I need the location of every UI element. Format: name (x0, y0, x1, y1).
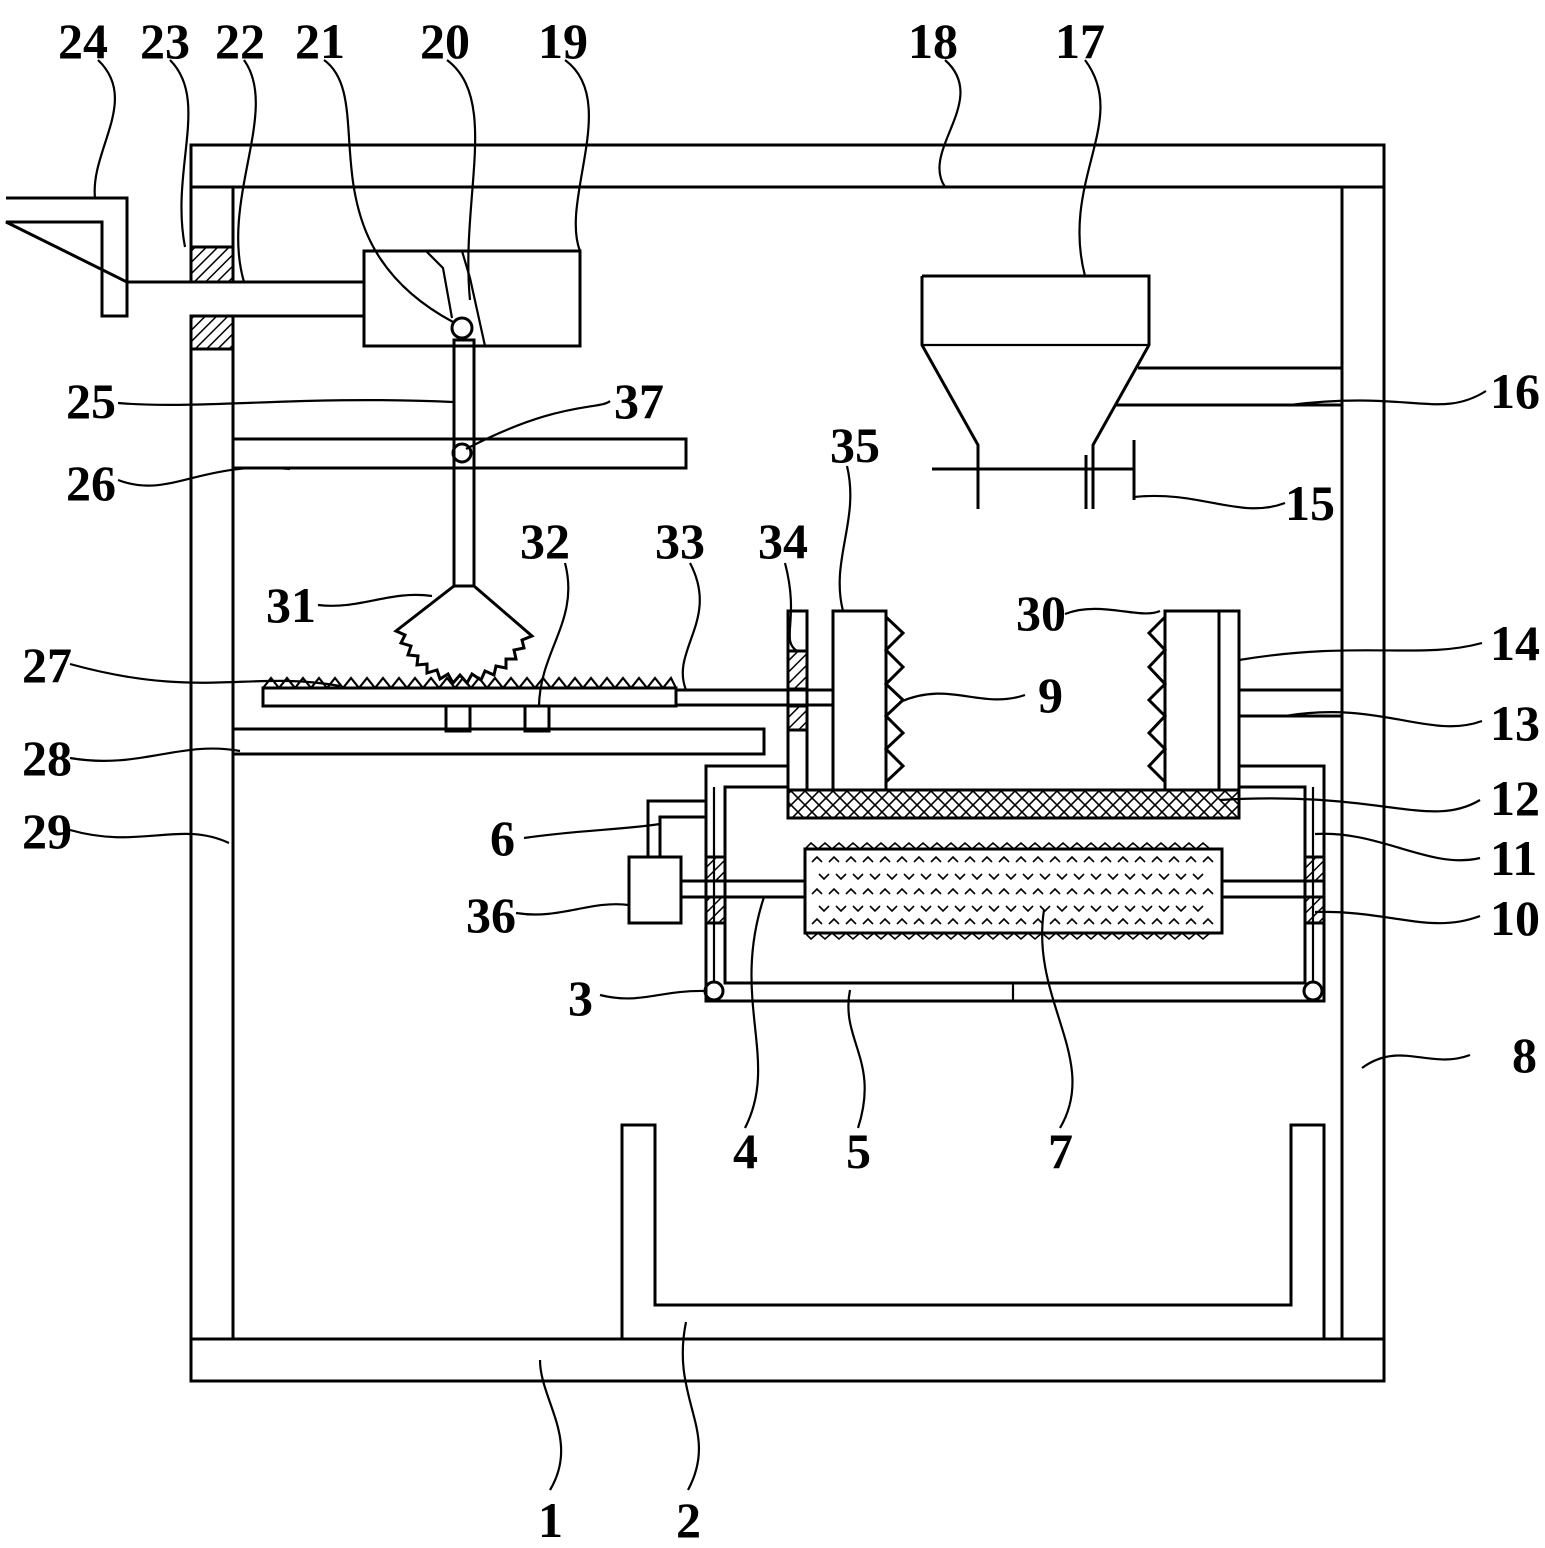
label-15: 15 (1285, 475, 1335, 531)
roller-teeth-path (805, 843, 1213, 939)
label-37: 37 (614, 373, 664, 429)
label-12: 12 (1490, 770, 1540, 826)
label-21: 21 (295, 13, 345, 69)
collecting-tray (622, 1125, 1324, 1339)
reference-numerals: 24 23 22 21 20 19 18 17 25 37 16 26 35 1… (22, 13, 1540, 1548)
pulley-right (1304, 982, 1322, 1000)
label-31: 31 (266, 577, 316, 633)
crank-handle (6, 198, 191, 316)
label-24: 24 (58, 13, 108, 69)
pulley-left (705, 982, 723, 1000)
label-28: 28 (22, 730, 72, 786)
bearing-upper (191, 247, 233, 282)
bearing-left-lower (706, 897, 725, 923)
left-wall (191, 349, 233, 1339)
label-20: 20 (420, 13, 470, 69)
motor (629, 857, 681, 923)
label-10: 10 (1490, 890, 1540, 946)
label-16: 16 (1490, 363, 1540, 419)
slide-rail (233, 729, 764, 754)
bearing-lower (191, 316, 233, 349)
label-27: 27 (22, 637, 72, 693)
hopper-bracket (1115, 368, 1342, 405)
right-wall (1342, 187, 1384, 1339)
label-4: 4 (733, 1123, 758, 1179)
bearing-right-upper (1305, 857, 1324, 881)
label-7: 7 (1048, 1123, 1073, 1179)
label-35: 35 (830, 417, 880, 473)
label-14: 14 (1490, 615, 1540, 671)
top-plate (191, 145, 1384, 187)
label-1: 1 (538, 1492, 563, 1548)
label-34: 34 (758, 513, 808, 569)
label-32: 32 (520, 513, 570, 569)
slider-block-1 (446, 706, 470, 731)
label-23: 23 (140, 13, 190, 69)
bearing-right-lower (1305, 897, 1324, 923)
bearing-left-upper (706, 857, 725, 881)
label-29: 29 (22, 803, 72, 859)
label-5: 5 (846, 1123, 871, 1179)
hopper-valve (932, 440, 1134, 509)
hopper (922, 276, 1149, 509)
label-26: 26 (66, 455, 116, 511)
sector-gear (396, 586, 532, 683)
label-3: 3 (568, 970, 593, 1026)
crank-arm (426, 251, 485, 346)
pivot-pin-20 (452, 318, 472, 338)
label-6: 6 (490, 810, 515, 866)
roller-teeth (805, 843, 1213, 939)
sleeve-seal-upper (788, 651, 807, 689)
label-18: 18 (908, 13, 958, 69)
left-teeth (886, 617, 903, 782)
leader-lines (70, 60, 1486, 1490)
base-plate (191, 1339, 1384, 1381)
label-30: 30 (1016, 585, 1066, 641)
label-17: 17 (1055, 13, 1105, 69)
label-36: 36 (466, 887, 516, 943)
label-33: 33 (655, 513, 705, 569)
left-crush-plate (833, 611, 886, 790)
rack (263, 678, 676, 706)
slider-block-2 (525, 706, 549, 731)
sleeve-seal-lower (788, 706, 807, 730)
label-25: 25 (66, 373, 116, 429)
label-19: 19 (538, 13, 588, 69)
right-teeth (1149, 617, 1165, 782)
label-11: 11 (1490, 830, 1537, 886)
label-9: 9 (1038, 667, 1063, 723)
label-13: 13 (1490, 695, 1540, 751)
label-8: 8 (1512, 1027, 1537, 1083)
label-22: 22 (215, 13, 265, 69)
label-2: 2 (676, 1492, 701, 1548)
left-wall-upper (191, 187, 233, 247)
right-crush-plate (1165, 611, 1239, 790)
screen-plate (788, 790, 1239, 818)
motor-cable (648, 801, 706, 857)
